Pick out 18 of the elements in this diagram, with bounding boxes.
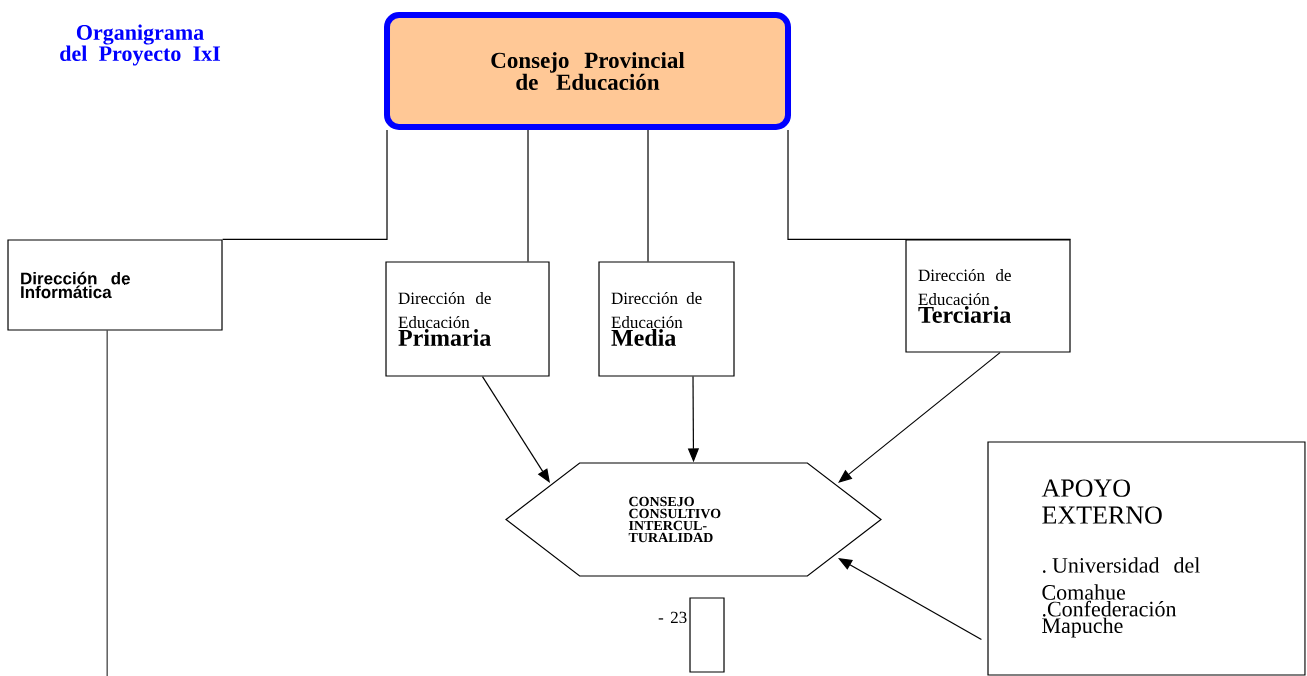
connector-line — [106, 330, 108, 676]
support-box: APOYO EXTERNO . Universidad del Comahue .Confederación Mapuche — [987, 441, 1306, 676]
arrow — [838, 352, 1001, 483]
arrow — [481, 376, 550, 483]
council-box: Consejo Provincial de Educación — [384, 12, 791, 130]
connector-line — [222, 129, 388, 240]
connector-line — [787, 129, 1072, 240]
department-box: Dirección de Informática — [7, 239, 223, 331]
connector-line — [527, 129, 529, 262]
page-number: - 23 — [658, 611, 687, 624]
department-box: Dirección de Educación Media — [598, 261, 735, 377]
title: Organigrama del Proyecto IxI — [60, 24, 221, 66]
department-box: Dirección de Educación Terciaria — [905, 239, 1071, 353]
department-box: Dirección de Educación Primaria — [385, 261, 550, 377]
connector-line — [647, 129, 649, 262]
arrow — [838, 558, 982, 641]
council-hexagon: CONSEJO CONSULTIVO INTERCUL- TURALIDAD — [505, 462, 882, 577]
box — [689, 597, 725, 673]
